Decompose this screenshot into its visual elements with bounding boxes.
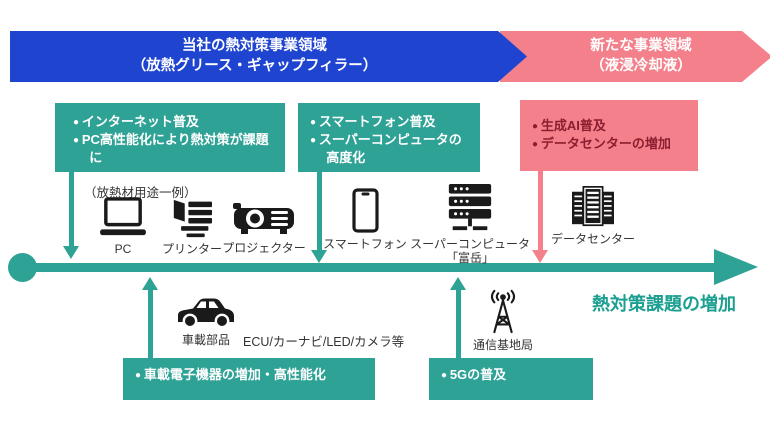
callout-item: 車載電子機器の増加・高性能化 <box>135 366 326 384</box>
pc-icon <box>98 197 148 238</box>
device-pc: PC <box>92 197 154 256</box>
material-usage-caption: （放熱材用途一例） <box>84 186 197 200</box>
datacenter-label: データセンター <box>550 232 635 246</box>
device-car: 車載部品 <box>168 294 244 347</box>
company-business-line2: （放熱グリース・ギャップフィラー） <box>131 57 378 74</box>
ecu-usage-note: ECU/カーナビ/LED/カメラ等 <box>243 335 405 349</box>
callout-item: データセンターの増加 <box>532 135 690 153</box>
callout-ai-era: 生成AI普及 データセンターの増加 <box>520 100 698 171</box>
company-business-banner-text: 当社の熱対策事業領域 （放熱グリース・ギャップフィラー） <box>132 37 377 76</box>
timeline-caption: 熱対策課題の増加 <box>592 294 736 314</box>
timeline-arrowhead <box>714 249 758 285</box>
arrow-down-ai-line <box>538 171 543 251</box>
callout-item: スーパーコンピュータの高度化 <box>310 131 472 167</box>
device-printer: プリンター <box>156 198 228 256</box>
smartphone-icon <box>351 188 379 233</box>
arrow-up-5g-head <box>450 277 466 290</box>
supercomputer-icon <box>446 184 494 233</box>
callout-automotive: 車載電子機器の増加・高性能化 <box>123 358 375 400</box>
device-supercomputer: スーパーコンピュータ 「富岳」 <box>410 184 530 266</box>
new-business-line1: 新たな事業領域 <box>590 37 692 54</box>
callout-5g: 5Gの普及 <box>429 358 593 400</box>
arrow-up-automotive-head <box>142 277 158 290</box>
new-business-banner-text: 新たな事業領域 （液浸冷却液） <box>590 37 692 76</box>
projector-label: プロジェクター <box>222 241 306 255</box>
callout-item: PC高性能化により熱対策が課題に <box>73 131 277 167</box>
tower-label: 通信基地局 <box>472 338 533 352</box>
supercomputer-label-line2: 「富岳」 <box>445 251 494 266</box>
device-datacenter: データセンター <box>548 186 638 246</box>
arrow-down-internet-line <box>69 172 74 247</box>
arrow-down-ai-head <box>532 250 548 263</box>
arrow-up-automotive-line <box>148 288 153 358</box>
arrow-up-5g-line <box>456 288 461 358</box>
device-projector: プロジェクター <box>222 203 306 255</box>
printer-icon <box>170 198 214 238</box>
new-business-banner: 新たな事業領域 （液浸冷却液） <box>500 31 770 82</box>
tower-icon <box>481 288 525 334</box>
arrow-down-smartphone-head <box>311 250 327 263</box>
printer-label: プリンター <box>161 242 222 256</box>
company-business-line1: 当社の熱対策事業領域 <box>181 37 327 54</box>
device-smartphone: スマートフォン <box>320 188 410 251</box>
device-tower: 通信基地局 <box>467 288 539 352</box>
callout-internet-era: インターネット普及 PC高性能化により熱対策が課題に <box>55 103 285 172</box>
callout-smartphone-era: スマートフォン普及 スーパーコンピュータの高度化 <box>298 103 480 172</box>
smartphone-label: スマートフォン <box>323 237 407 251</box>
callout-item: インターネット普及 <box>73 113 277 131</box>
car-label: 車載部品 <box>181 333 230 347</box>
arrow-down-smartphone-line <box>317 172 322 251</box>
arrow-down-internet-head <box>63 246 79 259</box>
new-business-line2: （液浸冷却液） <box>590 57 692 74</box>
car-icon <box>175 294 237 329</box>
pc-label: PC <box>114 242 132 256</box>
callout-item: 5Gの普及 <box>441 366 506 384</box>
callout-item: スマートフォン普及 <box>310 113 472 131</box>
company-business-banner: 当社の熱対策事業領域 （放熱グリース・ギャップフィラー） <box>10 31 527 82</box>
projector-icon <box>233 203 295 237</box>
datacenter-icon <box>570 186 616 228</box>
timeline-axis <box>22 263 714 272</box>
callout-item: 生成AI普及 <box>532 117 690 135</box>
supercomputer-label-line1: スーパーコンピュータ <box>410 237 530 251</box>
